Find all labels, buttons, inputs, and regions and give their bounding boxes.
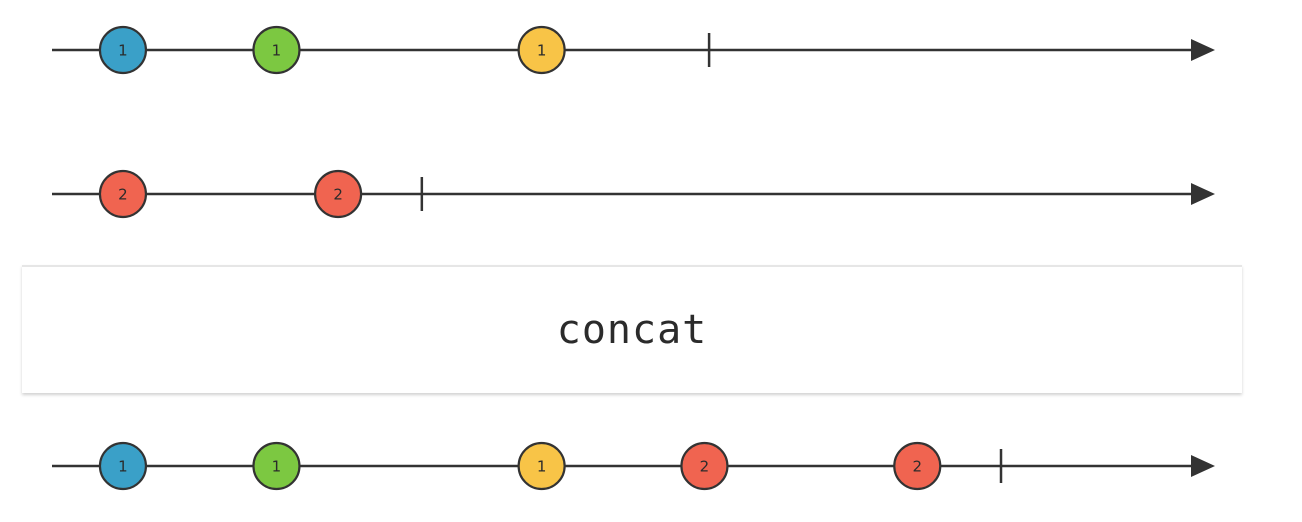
marble-circle	[313, 169, 363, 219]
marble-circle	[98, 441, 148, 491]
operator-label: concat	[556, 307, 708, 353]
marble-label: 2	[118, 186, 128, 204]
marble: 1	[98, 441, 148, 491]
timeline-output: 1 1 1 2 2	[52, 441, 1215, 491]
marble-label: 2	[333, 186, 343, 204]
marble-circle	[98, 169, 148, 219]
marble-label: 1	[272, 458, 282, 476]
marble-circle	[517, 25, 566, 75]
marble-circle	[517, 441, 566, 491]
marble-label: 2	[912, 458, 922, 476]
marble: 2	[893, 441, 942, 491]
marble: 1	[252, 25, 301, 75]
marble-label: 2	[700, 458, 710, 476]
marble-circle	[893, 441, 942, 491]
operator-box: concat	[22, 265, 1242, 393]
marble: 2	[313, 169, 363, 219]
marble-circle	[680, 441, 729, 491]
marble-circle	[252, 25, 301, 75]
marble: 1	[517, 25, 566, 75]
marble-label: 1	[537, 458, 547, 476]
marble: 1	[98, 25, 148, 75]
timeline-arrow	[1191, 183, 1215, 205]
timeline-input-1: 1 1 1	[52, 25, 1215, 75]
marble: 2	[98, 169, 148, 219]
timeline-arrow	[1191, 455, 1215, 477]
marble: 1	[252, 441, 301, 491]
marble-label: 1	[272, 42, 282, 60]
timeline-arrow	[1191, 39, 1215, 61]
marble: 2	[680, 441, 729, 491]
marble-label: 1	[537, 42, 547, 60]
marble-label: 1	[118, 42, 128, 60]
marble: 1	[517, 441, 566, 491]
marble-circle	[252, 441, 301, 491]
marble-circle	[98, 25, 148, 75]
marble-label: 1	[118, 458, 128, 476]
